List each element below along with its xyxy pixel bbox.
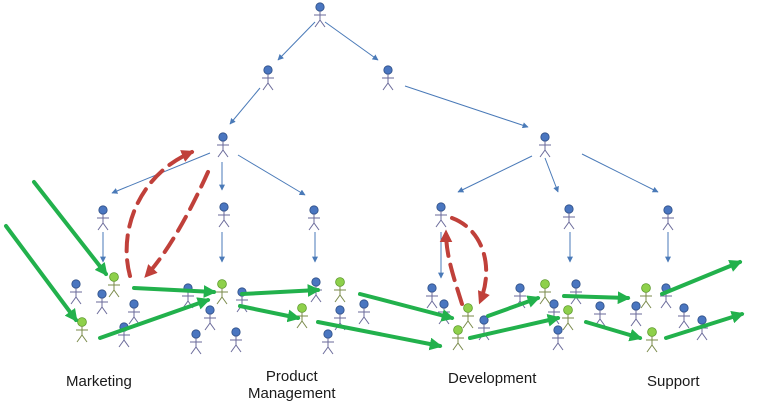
person-icon [661, 205, 675, 231]
person-icon [639, 283, 653, 309]
person-icon [381, 65, 395, 91]
person-icon [629, 301, 643, 327]
department-label-marketing: Marketing [66, 373, 132, 390]
person-icon [321, 329, 335, 355]
person-icon [593, 301, 607, 327]
manager-people [96, 2, 675, 231]
feedback-arrows [124, 150, 490, 306]
person-icon [333, 277, 347, 303]
person-icon [461, 303, 475, 329]
person-icon [75, 317, 89, 343]
department-label-line: Product [265, 368, 318, 385]
person-icon [425, 283, 439, 309]
person-icon [229, 327, 243, 353]
department-label-support: Support [647, 373, 700, 390]
person-icon [538, 132, 552, 158]
department-label-development: Development [448, 370, 537, 387]
person-icon [551, 325, 565, 351]
person-icon [107, 272, 121, 298]
person-icon [434, 202, 448, 228]
person-icon [538, 279, 552, 305]
person-icon [295, 303, 309, 329]
person-icon [313, 2, 327, 28]
person-icon [216, 132, 230, 158]
person-icon [569, 279, 583, 305]
person-icon [261, 65, 275, 91]
person-icon [96, 205, 110, 231]
person-icon [215, 279, 229, 305]
person-icon [561, 305, 575, 331]
person-icon [189, 329, 203, 355]
person-icon [203, 305, 217, 331]
person-icon [562, 204, 576, 230]
person-icon [645, 327, 659, 353]
person-icon [451, 325, 465, 351]
person-icon [307, 205, 321, 231]
person-icon [677, 303, 691, 329]
person-icon [69, 279, 83, 305]
person-icon [217, 202, 231, 228]
department-label-product-management: Product Management [248, 368, 336, 402]
person-icon [437, 299, 451, 325]
person-icon [95, 289, 109, 315]
person-icon [357, 299, 371, 325]
department-label-line: Management [248, 385, 336, 402]
person-icon [127, 299, 141, 325]
flow-arrows [4, 180, 745, 351]
hierarchy-lines [100, 21, 671, 279]
